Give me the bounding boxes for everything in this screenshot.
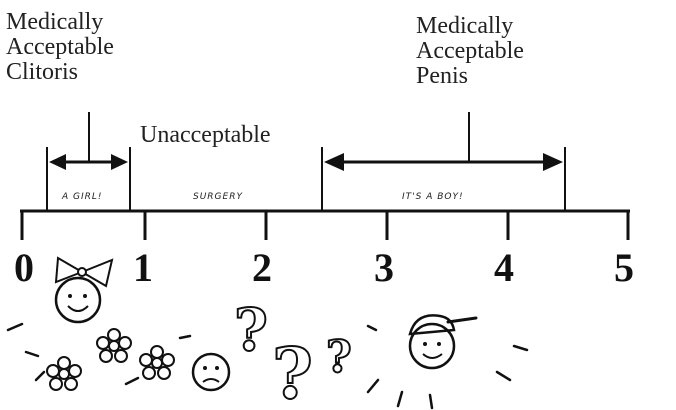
svg-text:?: ? (272, 332, 313, 410)
tick-label-0: 0 (14, 248, 34, 288)
penis-range-arrow (324, 112, 563, 171)
svg-text:?: ? (234, 296, 268, 364)
penis-range-label: Medically Acceptable Penis (416, 14, 524, 89)
clitoris-range-label: Medically Acceptable Clitoris (6, 10, 114, 85)
sparkle-lines (368, 326, 527, 408)
boy-face-icon (410, 315, 476, 368)
svg-text:?: ? (326, 332, 352, 383)
clitoris-range-arrow (49, 112, 128, 170)
sad-face-icon (193, 354, 229, 390)
tick-label-3: 3 (374, 248, 394, 288)
tick-label-1: 1 (133, 248, 153, 288)
flower-icon (47, 357, 81, 390)
tick-label-4: 4 (494, 248, 514, 288)
surgery-segment-label: SURGERY (193, 192, 243, 202)
unacceptable-label: Unacceptable (140, 123, 271, 148)
question-mark-icon: ? ? ? (234, 296, 352, 410)
tick-label-2: 2 (252, 248, 272, 288)
flower-icon (97, 329, 131, 362)
flower-icon (140, 346, 174, 379)
girl-segment-label: A GIRL! (62, 192, 103, 202)
tick-label-5: 5 (614, 248, 634, 288)
boy-segment-label: IT'S A BOY! (402, 192, 464, 202)
girl-face-icon (56, 258, 112, 322)
